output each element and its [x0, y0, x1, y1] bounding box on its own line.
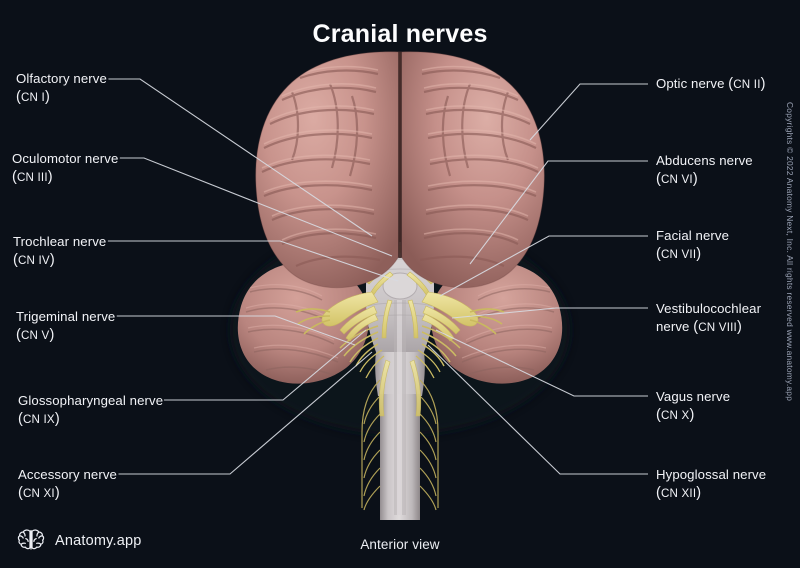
- leader-line-vagus: [435, 329, 648, 397]
- nerve-label-cn: (CN V): [16, 326, 55, 343]
- nerve-label-name: Abducens nerve: [656, 153, 753, 168]
- copyright-text: Copyrights © 2022 Anatomy Next, Inc. All…: [785, 102, 795, 402]
- nerve-label-name: Trochlear nerve: [13, 234, 107, 249]
- nerve-label-cn: nerve (CN VIII): [656, 318, 742, 335]
- nerve-label-vestibulocochlear[interactable]: Vestibulocochlear nerve (CN VIII): [656, 300, 761, 336]
- nerve-label-name: Optic nerve (CN II): [656, 76, 766, 92]
- leader-line-accessory: [118, 351, 373, 475]
- nerve-label-optic[interactable]: Optic nerve (CN II): [656, 75, 766, 94]
- leader-line-facial: [439, 235, 648, 297]
- leader-line-oculomotor: [119, 157, 393, 257]
- cerebral-hemisphere-right: [399, 51, 545, 289]
- nerve-label-name: Olfactory nerve: [16, 71, 107, 86]
- nerve-label-cn: (CN XII): [656, 484, 702, 501]
- nerve-label-cn: (CN IX): [18, 410, 60, 427]
- brand-logo[interactable]: Anatomy.app: [16, 527, 142, 555]
- nerve-label-vagus[interactable]: Vagus nerve (CN X): [656, 388, 730, 424]
- nerve-label-cn: (CN X): [656, 406, 695, 423]
- nerve-label-name: Oculomotor nerve: [12, 151, 119, 166]
- cerebral-hemisphere-left: [255, 51, 401, 289]
- nerve-label-facial[interactable]: Facial nerve (CN VII): [656, 227, 729, 263]
- leader-line-hypoglossal: [427, 344, 648, 475]
- nerve-label-olfactory[interactable]: Olfactory nerve (CN I): [16, 70, 107, 106]
- view-caption: Anterior view: [360, 537, 440, 552]
- nerve-label-name: Vestibulocochlear: [656, 301, 762, 316]
- nerve-label-cn: (CN III): [12, 168, 53, 185]
- leader-line-olfactory: [108, 78, 373, 237]
- brand-name: Anatomy.app: [55, 533, 142, 549]
- nerve-label-name: Accessory nerve: [18, 467, 117, 482]
- nerve-label-glossopharyngeal[interactable]: Glossopharyngeal nerve (CN IX): [18, 392, 163, 428]
- nerve-label-cn: (CN VII): [656, 245, 702, 262]
- nerve-label-cn: (CN I): [16, 88, 50, 105]
- nerve-label-trochlear[interactable]: Trochlear nerve (CN IV): [13, 233, 106, 269]
- nerve-label-name: Hypoglossal nerve: [656, 467, 767, 482]
- nerve-label-name: Facial nerve: [656, 228, 730, 243]
- page-title: Cranial nerves: [312, 20, 488, 48]
- nerve-label-hypoglossal[interactable]: Hypoglossal nerve (CN XII): [656, 466, 766, 502]
- nerve-label-name: Vagus nerve: [656, 389, 731, 404]
- leader-line-optic: [529, 83, 648, 141]
- leader-line-glossopharyngeal: [163, 329, 367, 401]
- brain-icon: [17, 529, 45, 550]
- nerve-label-cn: (CN XI): [18, 484, 60, 501]
- copyright-notice: Copyrights © 2022 Anatomy Next, Inc. All…: [784, 0, 798, 568]
- nerve-label-oculomotor[interactable]: Oculomotor nerve (CN III): [12, 150, 118, 186]
- nerve-label-name: Trigeminal nerve: [16, 309, 116, 324]
- nerve-label-cn: (CN IV): [13, 251, 55, 268]
- leader-line-abducens: [469, 160, 648, 265]
- leader-line-trochlear: [107, 240, 399, 282]
- nerve-label-abducens[interactable]: Abducens nerve (CN VI): [656, 152, 753, 188]
- leader-line-vestibulocochlear: [451, 307, 648, 319]
- temporal-lobe-right: [430, 261, 563, 384]
- leader-line-trigeminal: [116, 315, 356, 346]
- nerve-label-accessory[interactable]: Accessory nerve (CN XI): [18, 466, 117, 502]
- nerve-label-cn: (CN VI): [656, 170, 698, 187]
- nerve-label-name: Glossopharyngeal nerve: [18, 393, 164, 408]
- nerve-label-trigeminal[interactable]: Trigeminal nerve (CN V): [16, 308, 115, 344]
